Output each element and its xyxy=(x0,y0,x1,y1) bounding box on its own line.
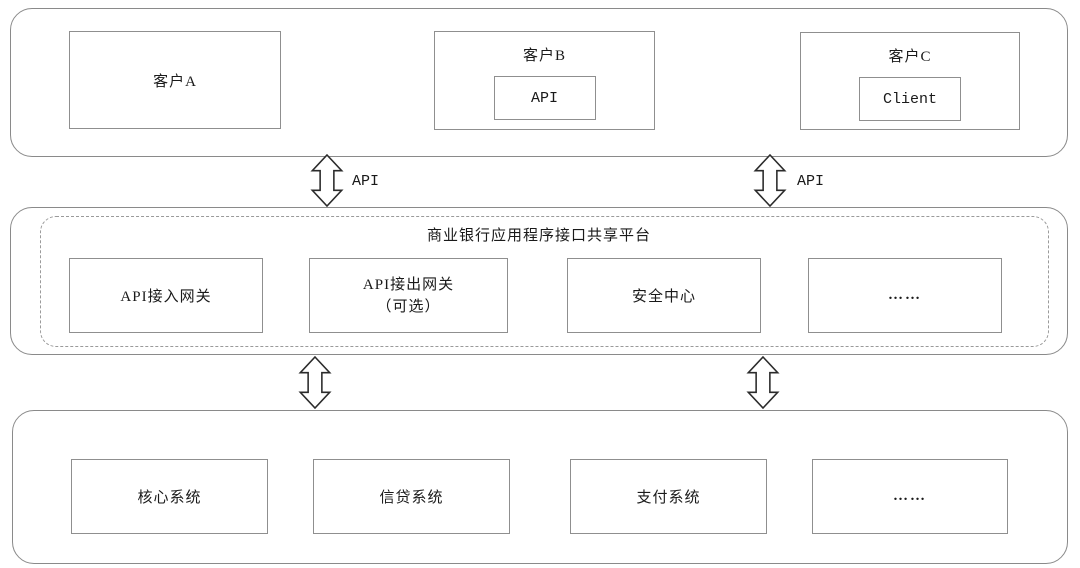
system-box-payment: 支付系统 xyxy=(570,459,767,534)
platform-box-ellipsis: …… xyxy=(808,258,1002,333)
platform-box-api-out-gateway: API接出网关 （可选） xyxy=(309,258,508,333)
client-c-label: 客户C xyxy=(888,49,932,65)
platform-layer: 商业银行应用程序接口共享平台 API接入网关 API接出网关 （可选） 安全中心… xyxy=(10,207,1068,355)
client-b-label: 客户B xyxy=(522,48,566,64)
platform-box-security-center: 安全中心 xyxy=(567,258,761,333)
double-arrow-icon xyxy=(746,356,780,409)
client-b-api-label: API xyxy=(530,89,558,107)
double-arrow-icon xyxy=(298,356,332,409)
client-a-box: 客户A xyxy=(69,31,281,129)
client-c-client-label: Client xyxy=(882,90,937,108)
client-b-box: 客户B API xyxy=(434,31,655,130)
system-box-ellipsis: …… xyxy=(812,459,1008,534)
api-connector-label-right: API xyxy=(797,173,825,190)
platform-dashed-border xyxy=(40,216,1049,347)
client-a-label: 客户A xyxy=(153,73,197,90)
clients-layer: 客户A 客户B API 客户C Client xyxy=(10,8,1068,157)
platform-title: 商业银行应用程序接口共享平台 xyxy=(426,228,651,244)
platform-box-api-in-gateway: API接入网关 xyxy=(69,258,263,333)
client-b-api-box: API xyxy=(493,76,596,120)
systems-layer: 核心系统 信贷系统 支付系统 …… xyxy=(12,410,1068,564)
client-c-client-box: Client xyxy=(859,77,961,121)
double-arrow-icon xyxy=(753,154,787,207)
double-arrow-icon xyxy=(310,154,344,207)
api-out-gateway-sublabel: （可选） xyxy=(376,298,441,315)
system-box-core: 核心系统 xyxy=(71,459,268,534)
system-box-credit: 信贷系统 xyxy=(313,459,510,534)
client-c-box: 客户C Client xyxy=(800,32,1020,130)
api-connector-label-left: API xyxy=(352,173,380,190)
api-out-gateway-label: API接出网关 xyxy=(362,276,455,293)
